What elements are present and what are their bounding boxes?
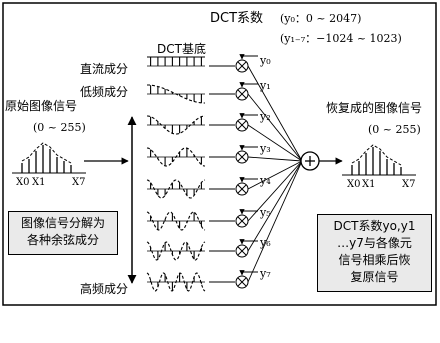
output-signal-title: 恢复成的图像信号 xyxy=(326,101,423,115)
coeff-label-y1: y₁ xyxy=(260,79,271,92)
multiplier-5-cross-b xyxy=(237,216,247,226)
coeff-1-input-arrow xyxy=(239,82,258,88)
dc-component-label: 直流成分 xyxy=(80,62,129,76)
input-signal-title: 原始图像信号 xyxy=(5,99,78,113)
basis-3-curve xyxy=(146,147,206,167)
coeff-4-input-arrow xyxy=(239,177,258,183)
basis-7-curve xyxy=(146,272,206,292)
coeff-label-y7: y₇ xyxy=(260,267,271,280)
coeff-7-input-arrow xyxy=(239,270,258,276)
basis-2-curve xyxy=(147,115,205,135)
coeff-6-input-arrow xyxy=(239,239,258,245)
output-signal-envelope xyxy=(351,144,402,166)
multiplier-5-to-adder xyxy=(247,160,303,222)
coeff-label-y0: y₀ xyxy=(260,54,271,67)
reconstruction-note-line-1: DCT系数yo,y1 xyxy=(333,219,416,233)
basis-title: DCT基底 xyxy=(157,42,206,56)
multiplier-2-to-adder xyxy=(247,124,303,162)
multiplier-4-cross-b xyxy=(237,184,247,194)
input-x0-label: X0 xyxy=(16,177,30,188)
output-x1-label: X1 xyxy=(362,179,376,190)
input-x1-label: X1 xyxy=(32,177,46,188)
coeff-title: DCT系数 xyxy=(210,11,264,26)
coeff-3-input-arrow xyxy=(239,145,258,151)
coeff-label-y6: y₆ xyxy=(260,236,271,249)
multiplier-2-cross-b xyxy=(237,120,247,130)
reconstruction-note-line-2: …y7与各像元 xyxy=(337,236,412,250)
multiplier-0-to-adder xyxy=(247,65,303,162)
reconstruction-note: DCT系数yo,y1 …y7与各像元 信号相乘后恢 复原信号 xyxy=(317,214,432,292)
coeff-label-y3: y₃ xyxy=(260,142,271,155)
multiplier-3-to-adder xyxy=(247,156,303,162)
high-frequency-label: 高频成分 xyxy=(80,282,129,296)
multiplier-7-cross-b xyxy=(237,277,247,287)
decomposition-note-line-2: 各种余弦成分 xyxy=(26,233,99,247)
reconstruction-note-line-3: 信号相乘后恢 xyxy=(338,253,411,267)
y17-range: (y₁₋₇：−1024 ~ 1023) xyxy=(280,32,402,45)
input-signal-range: (0 ~ 255) xyxy=(33,121,86,134)
multiplier-3-cross-b xyxy=(237,152,247,162)
basis-5-curve xyxy=(146,211,206,231)
coeff-label-y4: y₄ xyxy=(260,174,271,187)
basis-6-curve xyxy=(146,241,206,261)
coeff-2-input-arrow xyxy=(239,113,258,119)
basis-1-curve xyxy=(147,84,205,104)
multiplier-7-to-adder xyxy=(247,160,303,283)
decomposition-note: 图像信号分解为 各种余弦成分 xyxy=(8,211,118,255)
output-signal-range: (0 ~ 255) xyxy=(368,123,421,136)
multiplier-0-cross-b xyxy=(237,61,247,71)
basis-4-curve xyxy=(146,179,206,199)
input-signal-envelope xyxy=(21,142,72,164)
output-x7-label: X7 xyxy=(402,179,416,190)
multiplier-4-to-adder xyxy=(247,160,303,190)
coeff-0-input-arrow xyxy=(239,54,258,60)
y0-range: (y₀：0 ~ 2047) xyxy=(280,12,362,25)
output-x0-label: X0 xyxy=(347,179,361,190)
multiplier-6-cross-b xyxy=(237,246,247,256)
multiplier-1-cross-b xyxy=(237,89,247,99)
coeff-label-y5: y₅ xyxy=(260,206,271,219)
outer-frame xyxy=(2,2,437,306)
multiplier-1-to-adder xyxy=(247,93,303,162)
coeff-label-y2: y₂ xyxy=(260,110,271,123)
decomposition-note-line-1: 图像信号分解为 xyxy=(20,216,105,230)
low-frequency-label: 低频成分 xyxy=(80,85,129,99)
reconstruction-note-line-4: 复原信号 xyxy=(350,270,399,284)
coeff-5-input-arrow xyxy=(239,209,258,215)
input-x7-label: X7 xyxy=(72,177,86,188)
multiplier-6-to-adder xyxy=(247,160,303,252)
